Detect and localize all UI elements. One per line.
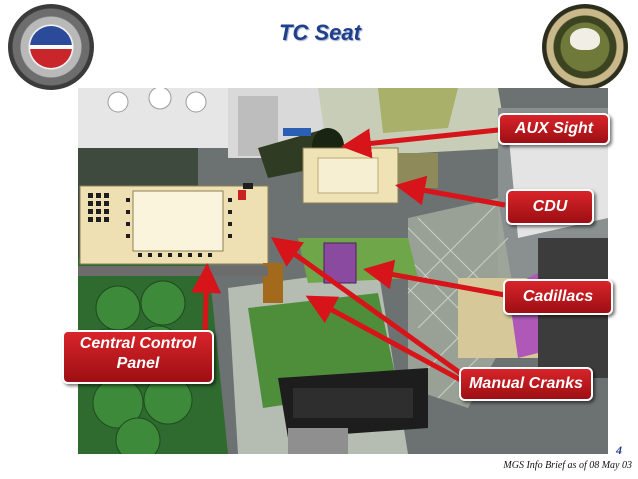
arrow-cdu — [395, 175, 506, 208]
callout-central-control-panel: Central Control Panel — [62, 330, 214, 384]
arrow-cadillacs — [363, 259, 506, 298]
slide-title: TC Seat — [279, 20, 361, 45]
flag-emblem-icon — [30, 26, 72, 68]
callout-cadillacs: Cadillacs — [503, 279, 613, 315]
arrow-aux-sight — [341, 127, 499, 159]
arrow-manual-cranks-1 — [270, 237, 472, 383]
page-number: 4 — [616, 443, 622, 457]
project-manager-seal-icon — [542, 4, 628, 90]
callout-cdu: CDU — [506, 189, 594, 225]
program-executive-office-seal-icon — [8, 4, 94, 90]
footer-date: MGS Info Brief as of 08 May 03 — [503, 460, 632, 471]
arrow-central-control-panel — [191, 263, 222, 333]
eagle-emblem-icon — [570, 28, 600, 50]
arrow-manual-cranks-2 — [305, 295, 472, 388]
callout-manual-cranks: Manual Cranks — [459, 367, 593, 401]
callout-aux-sight: AUX Sight — [498, 113, 610, 145]
